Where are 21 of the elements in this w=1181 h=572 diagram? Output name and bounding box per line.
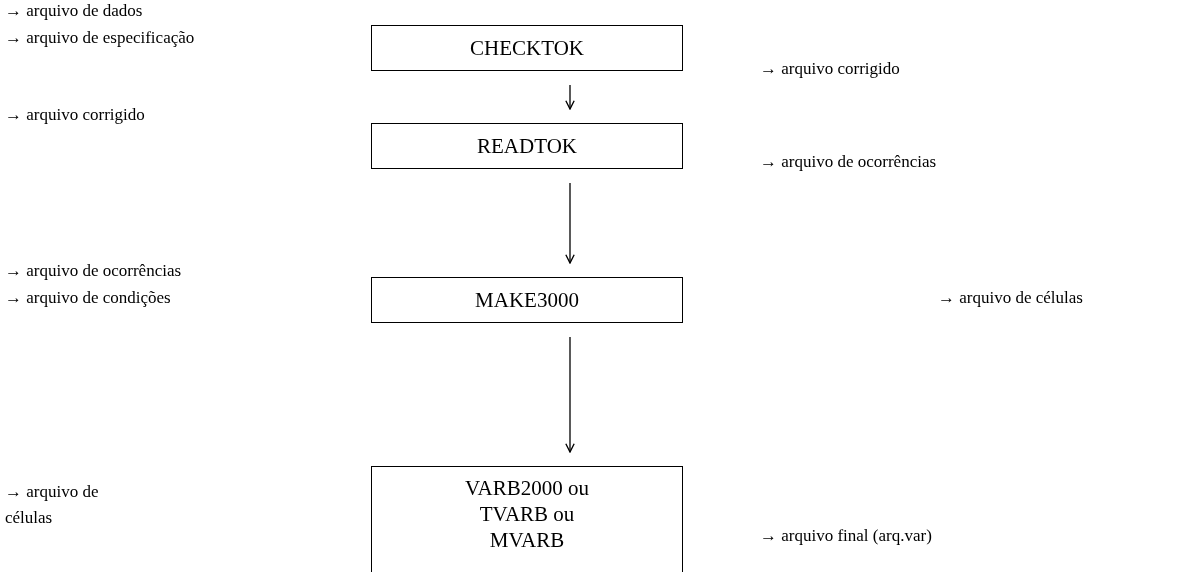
file-label: → arquivo de ocorrências bbox=[760, 151, 937, 173]
arrow bbox=[565, 336, 575, 453]
file-label: → arquivo de ocorrências bbox=[5, 260, 182, 282]
file-label: → arquivo corrigido bbox=[760, 58, 900, 80]
box-label: READTOK bbox=[477, 133, 577, 159]
file-label: → arquivo de células bbox=[938, 287, 1083, 309]
box-label: CHECKTOK bbox=[470, 35, 584, 61]
process-box bbox=[371, 123, 683, 169]
file-label: → arquivo de células bbox=[5, 481, 100, 529]
process-box bbox=[371, 25, 683, 71]
process-box bbox=[371, 277, 683, 323]
box-label: VARB2000 ou TVARB ou MVARB bbox=[464, 475, 590, 553]
file-label: → arquivo final (arq.var) bbox=[760, 525, 932, 547]
file-label: → arquivo de condições bbox=[5, 287, 171, 309]
file-label: → arquivo de especificação bbox=[5, 27, 195, 49]
box-label: MAKE3000 bbox=[475, 287, 579, 313]
process-box bbox=[371, 466, 683, 572]
arrow bbox=[565, 84, 575, 110]
file-label: → arquivo corrigido bbox=[5, 104, 145, 126]
arrow bbox=[565, 182, 575, 264]
file-label: → arquivo de dados bbox=[5, 0, 143, 22]
